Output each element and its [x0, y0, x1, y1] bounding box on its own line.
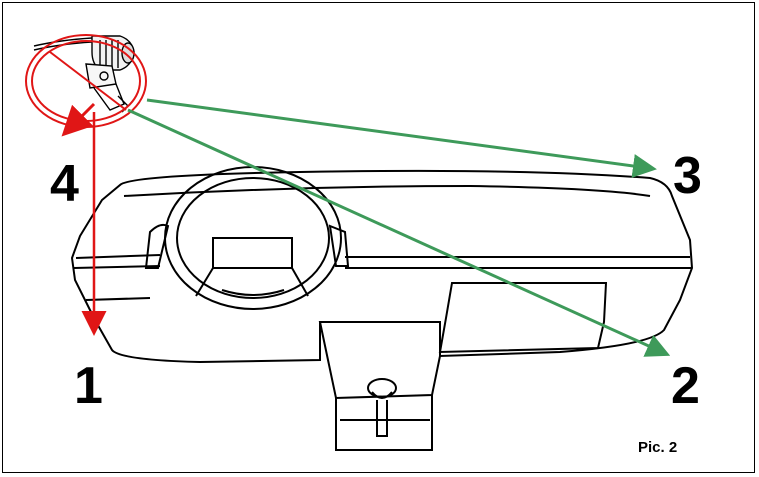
arrow-to-position-2 [127, 108, 671, 357]
label-position-2: 2 [671, 357, 700, 415]
label-position-3: 3 [673, 147, 702, 205]
dashboard [70, 169, 694, 451]
label-position-1: 1 [74, 357, 103, 415]
figure-frame [2, 2, 755, 473]
arrow-to-position-4 [61, 102, 96, 137]
arrow-to-position-3 [146, 98, 657, 178]
steering-wheel [164, 166, 342, 310]
dash-camera-icon [33, 35, 135, 113]
label-position-4: 4 [50, 155, 79, 213]
figure-caption: Pic. 2 [638, 439, 678, 456]
